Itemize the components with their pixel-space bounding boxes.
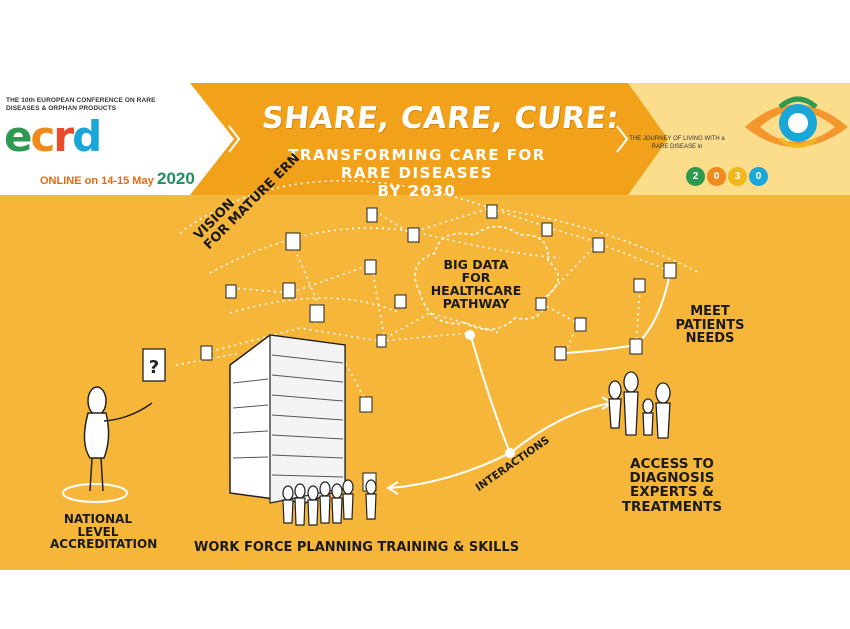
national-label: NATIONAL LEVEL ACCREDITATION (50, 512, 158, 552)
journey-text: THE JOURNEY OF LIVING WITH a RARE DISEAS… (629, 136, 725, 150)
banner-left-panel (0, 83, 234, 195)
year-digit: 0 (707, 167, 726, 186)
big-data-line-1: BIG DATA FOR (443, 257, 509, 286)
patient-group (608, 371, 671, 439)
subtitle-line-2: BY 2030 (377, 182, 457, 200)
year-digit: 0 (749, 167, 768, 186)
logo-letter-d: d (72, 112, 102, 161)
question-card (142, 348, 166, 382)
ecrd-logo: ecrd (4, 112, 102, 161)
building (229, 334, 346, 504)
person-cards (200, 204, 677, 492)
junction-dot (465, 330, 475, 340)
presenter-figure (62, 386, 153, 503)
question-mark: ? (149, 357, 159, 378)
meet-needs-label: MEET PATIENTS NEEDS (658, 305, 762, 346)
online-year: 2020 (157, 169, 195, 188)
year-digit: 3 (728, 167, 747, 186)
subtitle-line-1: TRANSFORMING CARE FOR RARE DISEASES (288, 146, 546, 182)
eye-logo-icon (745, 96, 848, 148)
online-dates: ONLINE on 14-15 May (40, 175, 154, 187)
logo-letter-e: e (4, 112, 32, 161)
slide-canvas: THE 10th EUROPEAN CONFERENCE ON RARE DIS… (0, 83, 850, 570)
meet-line-2: NEEDS (685, 331, 735, 347)
conference-title: THE 10th EUROPEAN CONFERENCE ON RARE DIS… (6, 97, 156, 112)
chevron-right-icon (228, 125, 241, 153)
subtitle: TRANSFORMING CARE FOR RARE DISEASES BY 2… (262, 146, 572, 200)
junction-dot (505, 448, 515, 458)
meet-line-1: MEET PATIENTS (675, 304, 745, 333)
national-line-2: ACCREDITATION (50, 537, 158, 552)
access-label: ACCESS TO DIAGNOSIS EXPERTS & TREATMENTS (598, 457, 746, 514)
national-line-1: NATIONAL LEVEL (63, 512, 133, 539)
chevron-right-icon-2 (616, 125, 629, 153)
access-line-1: ACCESS TO DIAGNOSIS (629, 456, 715, 487)
logo-letter-r: r (53, 112, 74, 161)
big-data-line-2: HEALTHCARE (430, 283, 522, 299)
year-digit: 2 (686, 167, 705, 186)
workforce-crowd (282, 479, 377, 526)
access-line-2: EXPERTS & TREATMENTS (621, 484, 723, 515)
year-circles: 2 0 3 0 (686, 167, 768, 186)
illustration: ? (62, 179, 701, 526)
workforce-label: WORK FORCE PLANNING TRAINING & SKILLS (194, 540, 520, 555)
cloud-outline (414, 225, 560, 331)
big-data-line-3: PATHWAY (442, 296, 510, 312)
big-data-label: BIG DATA FOR HEALTHCARE PATHWAY (428, 258, 524, 311)
logo-letter-c: c (30, 112, 56, 161)
banner: THE 10th EUROPEAN CONFERENCE ON RARE DIS… (0, 83, 850, 200)
